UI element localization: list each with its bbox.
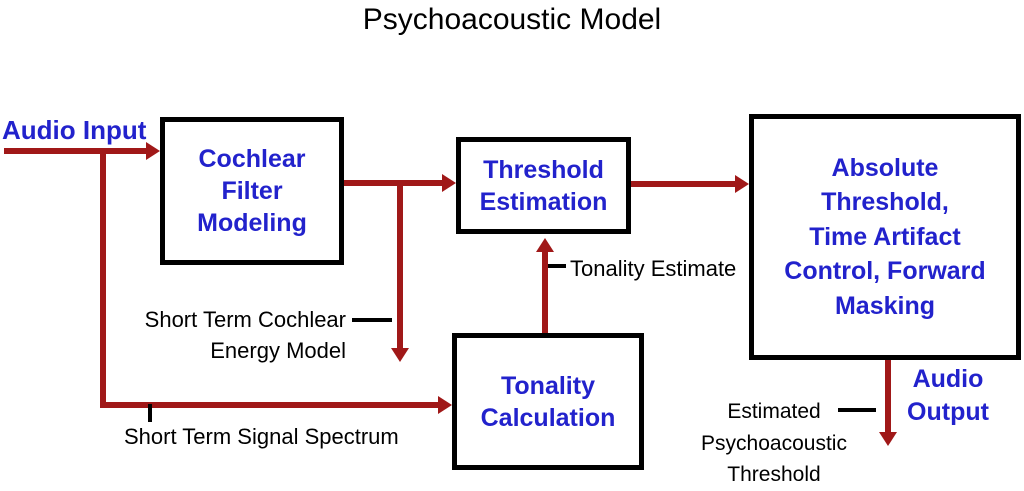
node-cochlear-filter-modeling: Cochlear Filter Modeling: [160, 117, 344, 265]
connector-dash-energy-model: [352, 318, 392, 322]
node-absolute-threshold: Absolute Threshold, Time Artifact Contro…: [749, 114, 1021, 360]
label-short-term-cochlear-energy-model: Short Term Cochlear Energy Model: [144, 307, 346, 363]
node-cochlear-filter-modeling-label: Cochlear Filter Modeling: [197, 145, 307, 237]
arrow-tonality-to-threshold-head: [536, 238, 554, 252]
label-short-term-signal-spectrum: Short Term Signal Spectrum: [124, 424, 399, 449]
node-tonality-calculation-label: Tonality Calculation: [480, 371, 616, 432]
node-tonality-calculation: Tonality Calculation: [452, 333, 644, 470]
arrow-cochlear-to-threshold-head: [442, 174, 456, 192]
connector-dash-estimated-threshold: [838, 408, 876, 412]
label-tonality-estimate: Tonality Estimate: [570, 256, 737, 281]
arrow-signal-spectrum-to-tonality-line: [100, 402, 438, 408]
node-threshold-estimation-label: Threshold Estimation: [479, 155, 608, 216]
connector-dash-tonality-estimate: [548, 264, 566, 268]
arrow-threshold-to-absolute-head: [735, 175, 749, 193]
arrow-energy-model-branch-down-head: [391, 348, 409, 362]
diagram-title: Psychoacoustic Model: [362, 3, 662, 36]
arrow-absolute-to-output-head: [879, 432, 897, 446]
node-threshold-estimation: Threshold Estimation: [456, 137, 631, 234]
arrow-audio-input-to-cochlear-line: [4, 148, 146, 154]
arrow-absolute-to-output-line: [885, 360, 891, 432]
connector-dash-signal-spectrum: [148, 404, 152, 422]
arrow-threshold-to-absolute-line: [631, 181, 735, 187]
arrow-audio-input-branch-down-line: [100, 148, 106, 408]
node-absolute-threshold-label: Absolute Threshold, Time Artifact Contro…: [784, 153, 986, 320]
label-audio-input: Audio Input: [2, 115, 147, 145]
arrow-energy-model-branch-down-line: [397, 180, 403, 348]
arrow-signal-spectrum-to-tonality-head: [438, 396, 452, 414]
arrow-tonality-to-threshold-line: [542, 252, 548, 333]
label-audio-output: Audio Output: [907, 365, 989, 426]
label-estimated-psychoacoustic-threshold: Estimated Psychoacoustic Threshold: [701, 400, 847, 486]
arrow-cochlear-to-threshold-line: [344, 180, 442, 186]
arrow-audio-input-to-cochlear-head: [146, 142, 160, 160]
